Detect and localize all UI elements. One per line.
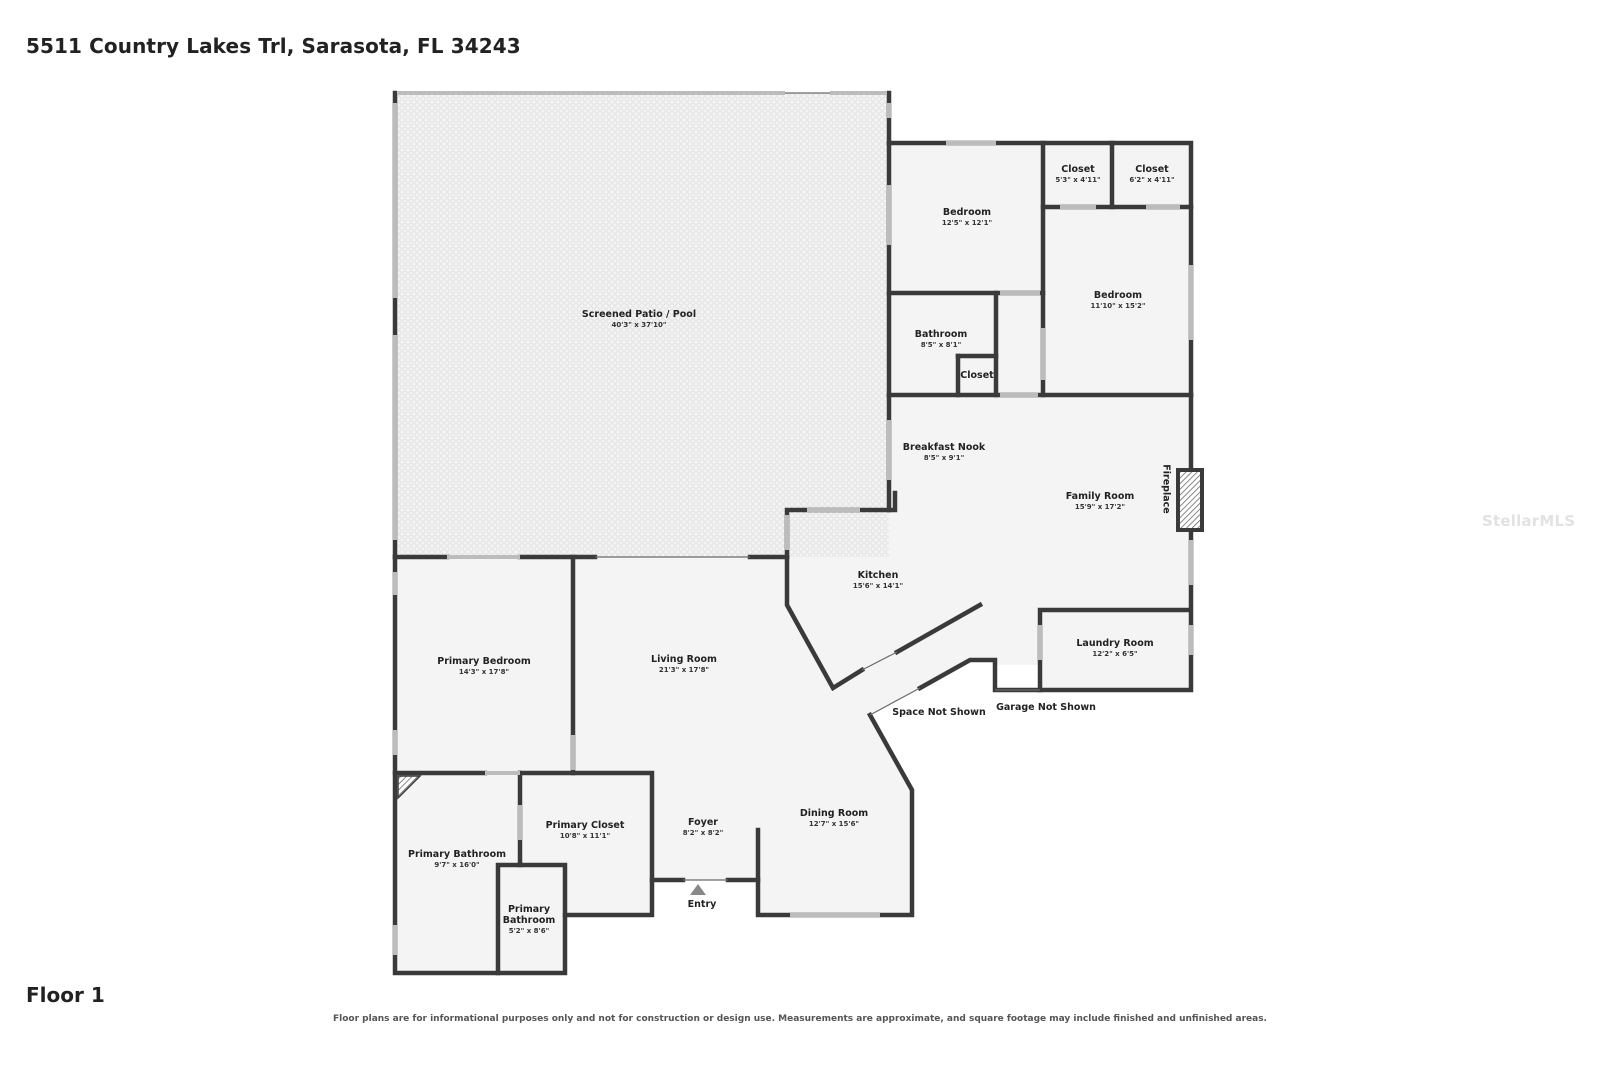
room-label-bathroom: Bathroom 8'5" x 8'1" [915, 329, 968, 351]
room-dimensions: 6'2" x 4'11" [1129, 176, 1175, 184]
entry-label: Entry [688, 899, 717, 910]
room-label-closet-1: Closet 5'3" x 4'11" [1055, 164, 1100, 186]
windows [393, 91, 1193, 955]
room-name: Bathroom [914, 329, 968, 340]
fireplace-label: Fireplace [1160, 464, 1172, 514]
room-name: Primary Closet [545, 820, 625, 831]
room-name: Primary Bathroom [502, 904, 556, 926]
room-dimensions: 9'7" x 16'0" [434, 861, 480, 869]
room-name: Closet [1135, 164, 1169, 175]
room-name: Bedroom [942, 207, 992, 218]
room-dimensions: 21'3" x 17'8" [658, 666, 710, 674]
room-dimensions: 5'3" x 4'11" [1055, 176, 1101, 184]
disclaimer: Floor plans are for informational purpos… [333, 1014, 1267, 1024]
room-name: Garage Not Shown [996, 702, 1096, 713]
corner-fixture [397, 775, 422, 800]
room-dimensions: 11'10" x 15'2" [1090, 302, 1146, 310]
room-label-primary-closet: Primary Closet 10'8" x 11'1" [546, 820, 625, 842]
room-label-bedroom-2: Bedroom 11'10" x 15'2" [1090, 290, 1145, 312]
room-dimensions: 15'6" x 14'1" [852, 582, 904, 590]
room-dimensions: 12'2" x 6'5" [1092, 650, 1138, 658]
room-label-patio: Screened Patio / Pool 40'3" x 37'10" [582, 309, 696, 331]
room-name: Bedroom [1093, 290, 1143, 301]
patio-floor [395, 93, 889, 557]
room-name: Living Room [651, 654, 717, 665]
room-name: Primary Bathroom [408, 849, 506, 860]
entry-arrow-icon [690, 884, 706, 895]
room-name: Family Room [1065, 491, 1135, 502]
room-label-space-not-shown: Space Not Shown [892, 707, 985, 718]
room-label-primary-bathroom-1: Primary Bathroom 9'7" x 16'0" [408, 849, 506, 871]
room-label-living-room: Living Room 21'3" x 17'8" [651, 654, 717, 676]
room-name: Breakfast Nook [902, 442, 986, 453]
room-dimensions: 40'3" x 37'10" [611, 321, 667, 329]
room-name: Space Not Shown [892, 707, 986, 718]
fireplace [1176, 468, 1204, 532]
room-label-dining-room: Dining Room 12'7" x 15'6" [800, 808, 868, 830]
room-label-breakfast-nook: Breakfast Nook 8'5" x 9'1" [903, 442, 985, 464]
room-dimensions: 5'2" x 8'6" [508, 927, 550, 935]
room-dimensions: 15'9" x 17'2" [1074, 503, 1126, 511]
room-name: Dining Room [799, 808, 869, 819]
room-dimensions: 10'8" x 11'1" [559, 832, 611, 840]
room-name: Entry [687, 899, 717, 910]
room-name: Closet [960, 370, 994, 381]
room-label-primary-bathroom-2: Primary Bathroom 5'2" x 8'6" [498, 904, 560, 937]
floor-fill [395, 93, 1191, 973]
room-label-primary-bedroom: Primary Bedroom 14'3" x 17'8" [437, 656, 531, 678]
room-label-closet-3: Closet [960, 370, 993, 381]
room-dimensions: 8'5" x 8'1" [920, 341, 962, 349]
room-dimensions: 8'2" x 8'2" [682, 829, 724, 837]
room-label-foyer: Foyer 8'2" x 8'2" [683, 817, 723, 839]
room-dimensions: 12'5" x 12'1" [941, 219, 993, 227]
property-address: 5511 Country Lakes Trl, Sarasota, FL 342… [26, 34, 521, 58]
floor-label: Floor 1 [26, 983, 105, 1007]
room-label-closet-2: Closet 6'2" x 4'11" [1129, 164, 1174, 186]
room-name: Closet [1061, 164, 1095, 175]
room-label-kitchen: Kitchen 15'6" x 14'1" [853, 570, 903, 592]
room-dimensions: 12'7" x 15'6" [808, 820, 860, 828]
room-dimensions: 8'5" x 9'1" [923, 454, 965, 462]
room-name: Laundry Room [1076, 638, 1154, 649]
watermark: StellarMLS [1482, 512, 1576, 530]
room-dimensions: 14'3" x 17'8" [458, 668, 510, 676]
room-name: Screened Patio / Pool [581, 309, 697, 320]
room-label-family-room: Family Room 15'9" x 17'2" [1066, 491, 1135, 513]
room-label-laundry-room: Laundry Room 12'2" x 6'5" [1076, 638, 1153, 660]
room-name: Primary Bedroom [437, 656, 531, 667]
room-name: Foyer [688, 817, 718, 828]
room-label-garage-not-shown: Garage Not Shown [996, 702, 1096, 713]
room-label-bedroom-1: Bedroom 12'5" x 12'1" [942, 207, 992, 229]
room-name: Kitchen [857, 570, 899, 581]
